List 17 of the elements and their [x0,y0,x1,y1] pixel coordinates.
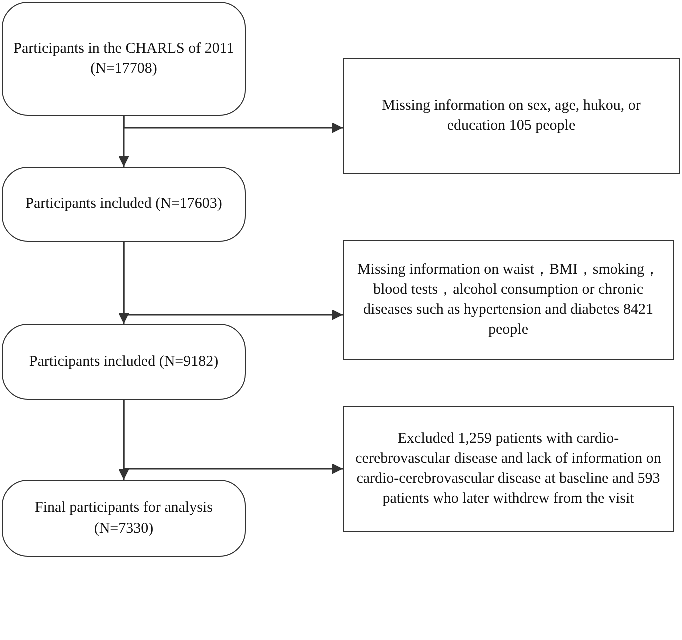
box-text: Excluded 1,259 patients with cardio-cerebrovascular disease and lack of information on cardio-cerebrovascular disease at baseline and 593 patients who later withdrew from the visit [354,430,662,510]
arrow [123,116,343,134]
arrow [123,242,343,320]
process-box [2,167,246,242]
exclusion-box [343,240,674,360]
box-text: Participants included (N=9182) [29,352,219,372]
box-text: Participants in the CHARLS of 2011 (N=17708) [13,40,235,79]
process-box [2,480,246,557]
exclusion-box [343,58,680,174]
exclusion-box [343,406,674,532]
box-text: Participants included (N=17603) [26,195,222,214]
arrow [123,400,343,474]
box-text: Final participants for analysis (N=7330) [34,499,214,538]
process-box [2,324,246,400]
process-box [2,2,246,116]
box-text: Missing information on waist，BMI，smoking，blood tests，alcohol consumption or chronic diseases such as hypertension and diabetes 8421 people [356,260,661,340]
box-text: Missing information on sex, age, hukou, or education 105 people [381,96,642,136]
